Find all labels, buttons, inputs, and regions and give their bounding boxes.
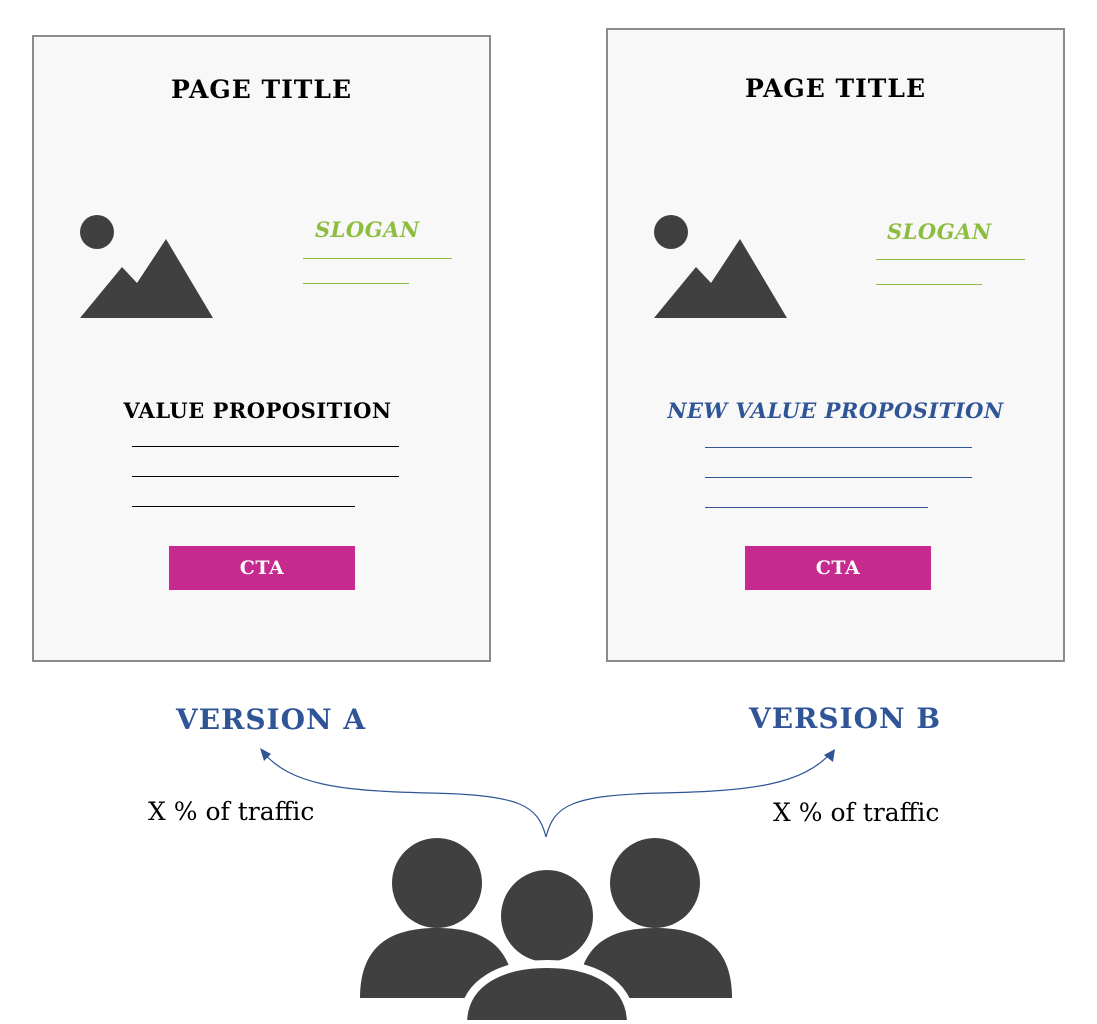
version-b-page-mockup: PAGE TITLE SLOGAN NEW VALUE PROPOSITION … — [606, 28, 1065, 662]
value-proposition: VALUE PROPOSITION — [123, 398, 392, 423]
slogan-line — [303, 258, 452, 259]
arrowhead-a — [260, 748, 271, 761]
value-proposition-line — [132, 476, 399, 477]
page-title: PAGE TITLE — [170, 75, 353, 104]
page-title: PAGE TITLE — [744, 74, 927, 103]
value-proposition-line — [705, 507, 928, 508]
image-placeholder-icon — [654, 215, 787, 318]
version-b-label: VERSION B — [749, 702, 942, 735]
traffic-share-a: X % of traffic — [148, 797, 315, 826]
value-proposition-line — [705, 447, 972, 448]
arrowhead-b — [824, 749, 835, 762]
slogan-line — [876, 259, 1025, 260]
users-group-icon — [360, 838, 732, 1024]
image-placeholder-icon — [80, 215, 213, 318]
value-proposition: NEW VALUE PROPOSITION — [667, 398, 1004, 423]
version-a-page-mockup: PAGE TITLE SLOGAN VALUE PROPOSITION CTA — [32, 35, 491, 662]
traffic-share-b: X % of traffic — [773, 798, 940, 827]
value-proposition-line — [132, 446, 399, 447]
slogan-line — [303, 283, 409, 284]
slogan-line — [876, 284, 982, 285]
arrow-to-version-a — [261, 750, 547, 838]
cta-button[interactable]: CTA — [745, 546, 931, 590]
arrow-to-version-b — [545, 751, 833, 838]
slogan: SLOGAN — [887, 219, 992, 244]
cta-button[interactable]: CTA — [169, 546, 355, 590]
value-proposition-line — [705, 477, 972, 478]
value-proposition-line — [132, 506, 355, 507]
slogan: SLOGAN — [315, 217, 420, 242]
version-a-label: VERSION A — [176, 703, 367, 736]
